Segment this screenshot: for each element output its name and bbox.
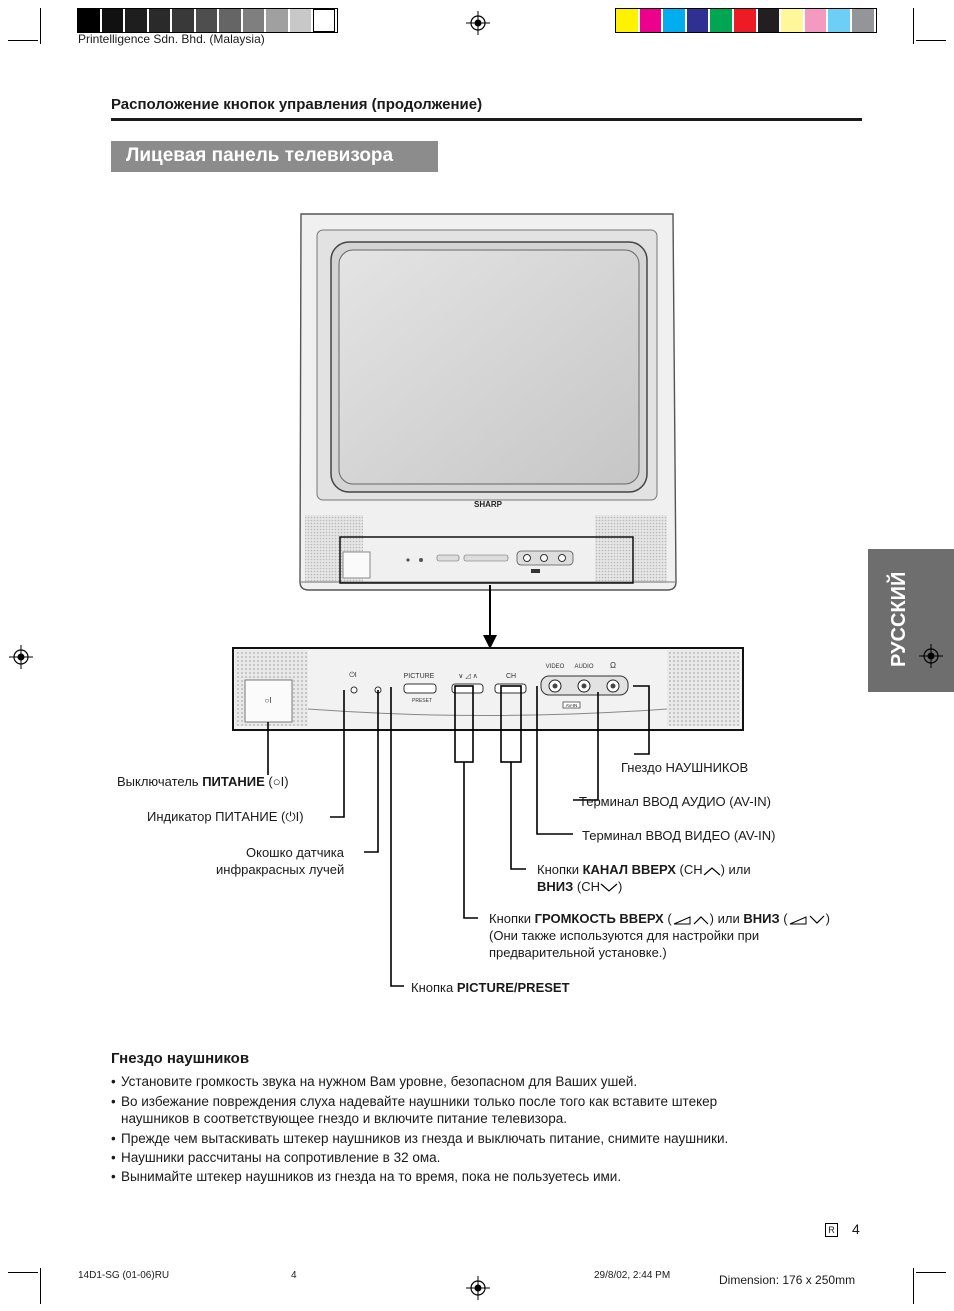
svg-text:⏻I: ⏻I — [349, 671, 357, 679]
color-swatch — [172, 9, 194, 32]
color-swatch — [781, 9, 803, 32]
printer-name: Printelligence Sdn. Bhd. (Malaysia) — [78, 32, 265, 46]
color-swatch — [125, 9, 147, 32]
chevron-up-icon — [703, 866, 721, 876]
color-swatch — [828, 9, 850, 32]
color-swatch — [804, 9, 827, 32]
registration-mark-icon — [919, 644, 943, 668]
registration-mark-icon — [466, 1276, 490, 1300]
doc-code: 14D1-SG (01-06)RU — [78, 1270, 170, 1281]
label-volume-buttons-2: (Они также используются для настройки пр… — [489, 928, 760, 943]
registration-mark-icon — [9, 645, 33, 669]
color-scale-bar — [615, 8, 877, 33]
label-channel-buttons-1: Кнопки КАНАЛ ВВЕРХ (CH) или — [537, 862, 751, 877]
tv-brand: SHARP — [474, 500, 503, 509]
print-date: 29/8/02, 2:44 PM — [594, 1270, 671, 1281]
panel-audio-label: AUDIO — [574, 664, 593, 670]
color-swatch — [852, 9, 874, 32]
color-swatch — [663, 9, 685, 32]
color-swatch — [101, 9, 123, 32]
color-swatch — [639, 9, 662, 32]
label-ir-sensor-1: Окошко датчика — [246, 845, 345, 860]
color-swatch — [757, 9, 780, 32]
registration-mark-icon — [466, 11, 490, 35]
label-channel-buttons-2: ВНИЗ (CH) — [537, 879, 623, 894]
language-tab — [868, 549, 954, 692]
color-swatch — [148, 9, 170, 32]
gray-scale-bar — [77, 8, 338, 33]
color-swatch — [289, 9, 311, 32]
label-power-indicator: Индикатор ПИТАНИЕ (⏻I) — [147, 809, 304, 824]
section-rule — [111, 118, 862, 121]
color-swatch — [734, 9, 756, 32]
section-title: Расположение кнопок управления (продолже… — [111, 96, 483, 113]
color-swatch — [78, 9, 100, 32]
svg-text:∨ ◿ ∧: ∨ ◿ ∧ — [458, 673, 478, 680]
label-volume-buttons-3: предварительной установке.) — [489, 945, 667, 960]
subtitle-box — [111, 141, 438, 172]
color-swatch — [710, 9, 732, 32]
label-headphone-jack: Гнездо НАУШНИКОВ — [621, 760, 749, 775]
panel-video-label: VIDEO — [546, 664, 565, 670]
panel-picture-label: PICTURE — [404, 673, 435, 680]
panel-avin-label: AV-IN — [566, 703, 577, 708]
label-video-terminal: Терминал ВВОД ВИДЕО (AV-IN) — [582, 828, 776, 843]
color-swatch — [313, 9, 335, 32]
color-swatch — [616, 9, 638, 32]
volume-up-icon — [673, 915, 709, 925]
volume-down-icon — [789, 915, 824, 925]
svg-text:Ω: Ω — [610, 661, 616, 670]
color-swatch — [242, 9, 264, 32]
label-ir-sensor-2: инфракрасных лучей — [216, 862, 345, 877]
color-swatch — [219, 9, 241, 32]
color-swatch — [686, 9, 709, 32]
svg-text:○I: ○I — [264, 696, 271, 705]
page-number: 4 — [852, 1221, 860, 1237]
panel-preset-label: PRESET — [412, 698, 432, 704]
subtitle: Лицевая панель телевизора — [126, 145, 394, 166]
pointer-arrow-icon — [483, 585, 497, 649]
headphones-title: Гнездо наушников — [111, 1050, 250, 1067]
chevron-down-icon — [600, 883, 618, 892]
label-volume-buttons-1: Кнопки ГРОМКОСТЬ ВВЕРХ () или ВНИЗ () — [489, 911, 830, 926]
label-audio-terminal: Терминал ВВОД АУДИО (AV-IN) — [579, 794, 771, 809]
label-picture-button: Кнопка PICTURE/PRESET — [411, 980, 570, 995]
r-mark: R — [825, 1223, 838, 1237]
color-swatch — [195, 9, 217, 32]
panel-ch-label: CH — [506, 673, 516, 680]
tv-front-illustration: SHARP — [299, 213, 677, 591]
page-number-small: 4 — [291, 1270, 297, 1281]
color-swatch — [266, 9, 288, 32]
label-power-switch: Выключатель ПИТАНИЕ (○I) — [117, 774, 289, 789]
dimension-note: Dimension: 176 x 250mm — [719, 1273, 856, 1287]
control-panel-closeup: ○I ⏻I PICTURE PRESET ∨ ◿ ∧ CH VIDEO AUDI… — [232, 647, 744, 731]
